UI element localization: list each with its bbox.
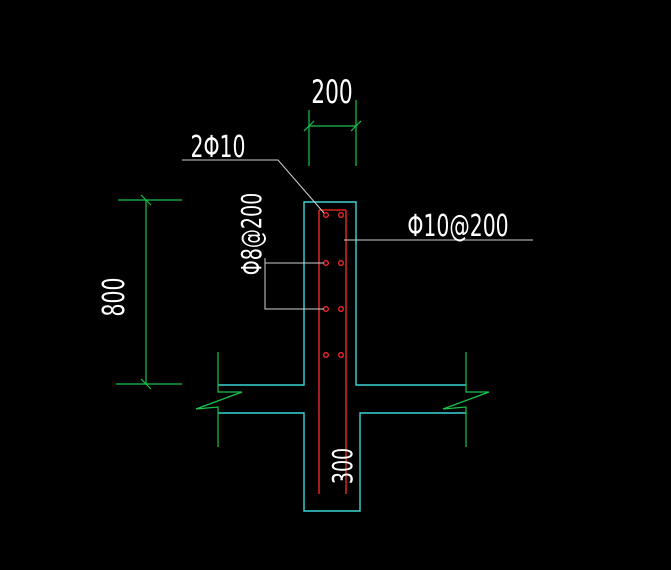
width-dimension-label: 200 [311,75,353,111]
rebar-dot [323,352,329,358]
width-tick-right [350,120,362,132]
embed-dimension-label: 300 [326,448,359,484]
rebar-dot [338,306,344,312]
leader-top-bars [182,159,325,214]
height-tick-top [140,194,152,206]
rebar-dot [338,260,344,266]
dimension-lines [116,100,362,390]
rebar-dot [323,212,329,218]
right-break-line [442,352,490,447]
horizontal-bars-label: Φ8@200 [235,193,268,275]
wall-outline [218,201,466,386]
rebar-dot [338,352,344,358]
concrete-outline [218,201,466,512]
vertical-bars-label: Φ10@200 [407,209,508,244]
footing-outline [218,412,466,512]
leader-horizontal-bars-b [264,258,324,310]
leader-lines [182,159,533,310]
rebar-dot [338,212,344,218]
left-break-line [195,352,243,447]
width-tick-left [303,120,315,132]
break-lines [195,352,490,447]
height-dimension-label: 800 [97,278,132,317]
top-bars-label: 2Φ10 [191,130,246,165]
height-tick-bottom [140,378,152,390]
